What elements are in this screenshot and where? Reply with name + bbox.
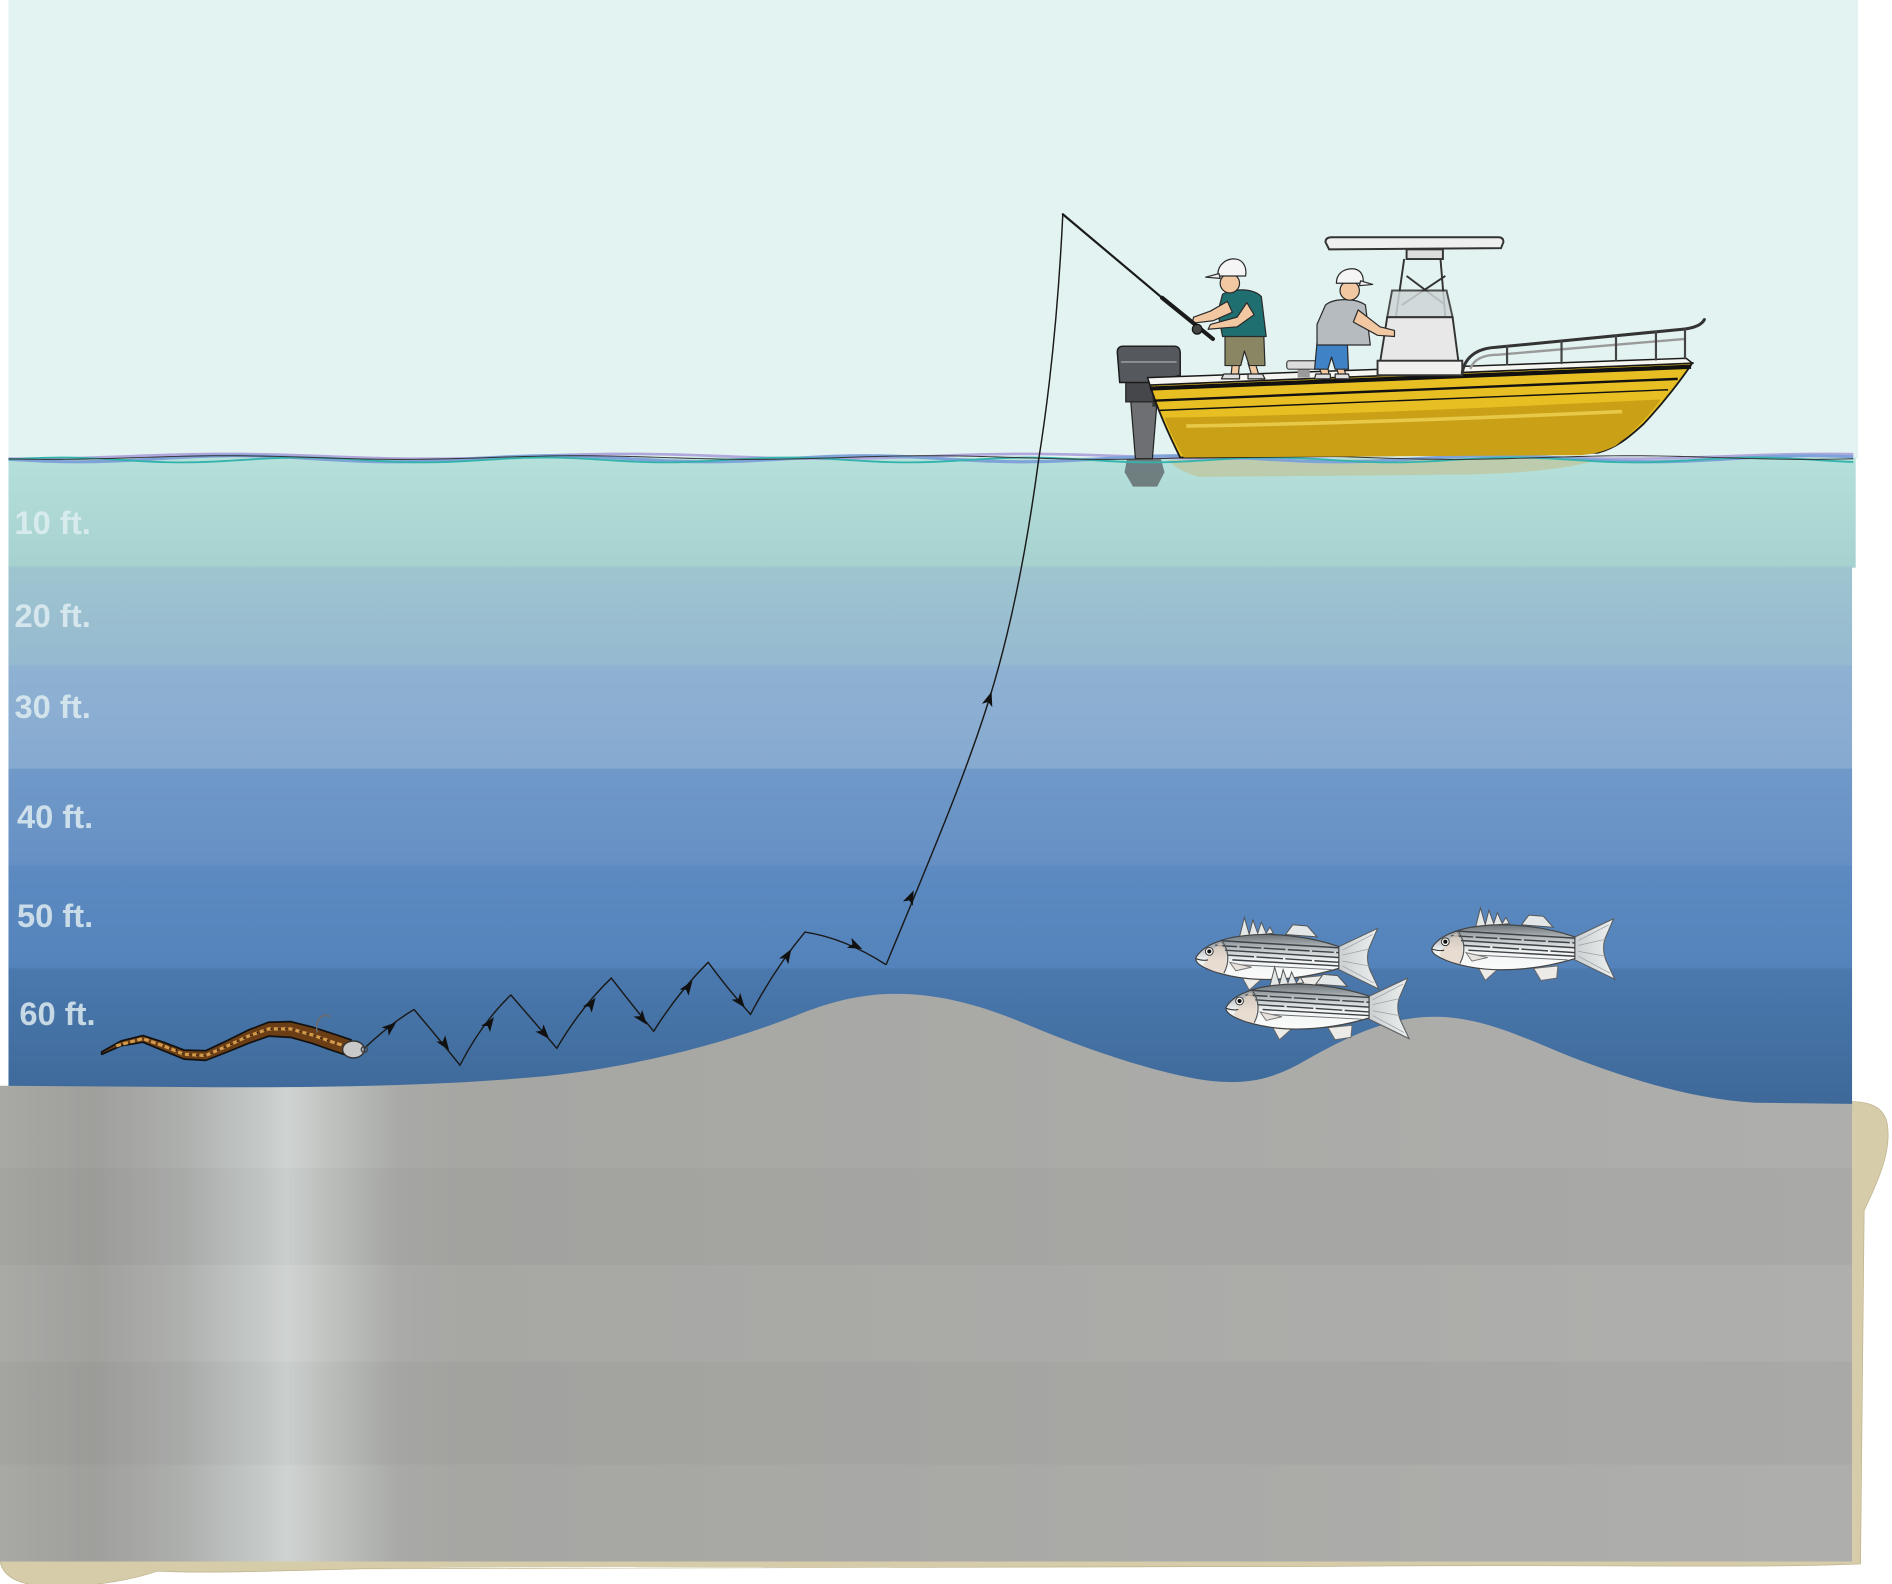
- jig-retrieve-path: [362, 931, 887, 1067]
- outboard-motor: [1116, 345, 1181, 460]
- depth-scale: 10 ft. 20 ft. 30 ft. 40 ft. 50 ft. 60 ft…: [15, 504, 96, 1032]
- depth-label-40ft: 40 ft.: [17, 798, 93, 835]
- angler-shorts: [1224, 333, 1266, 367]
- depth-label-10ft: 10 ft.: [15, 504, 91, 541]
- lure-stripe: [115, 1027, 350, 1058]
- depth-label-50ft: 50 ft.: [17, 897, 93, 934]
- depth-label-20ft: 20 ft.: [15, 597, 91, 634]
- water-surface: [8, 452, 1854, 464]
- mate-shirt: [1316, 298, 1371, 346]
- bow-railing: [1460, 318, 1706, 375]
- surface-wave-dark: [8, 455, 1854, 460]
- reel: [1191, 323, 1203, 335]
- depth-band-30ft: [8, 665, 1853, 770]
- jig-eye: [360, 1045, 369, 1054]
- t-top-console: [1324, 236, 1505, 377]
- depth-band-20ft: [8, 566, 1853, 667]
- jig-head: [341, 1040, 366, 1059]
- depth-band-40ft: [8, 768, 1853, 867]
- boat-seat: [1297, 367, 1310, 378]
- boat-mate: [1313, 268, 1396, 380]
- fishing-line: [885, 214, 1064, 966]
- eel-lure: [100, 1014, 369, 1062]
- boat-reflection: [1168, 458, 1601, 477]
- depth-label-60ft: 60 ft.: [19, 995, 95, 1032]
- depth-band-10ft: [8, 457, 1856, 568]
- fishing-rod: [1061, 213, 1215, 341]
- seabed-edge: [0, 1100, 1889, 1584]
- mate-cap: [1335, 268, 1364, 284]
- angler-cap: [1217, 258, 1247, 277]
- seabed: [0, 993, 1853, 1562]
- mate-shorts: [1313, 341, 1350, 370]
- outboard-lower-unit: [1124, 458, 1165, 487]
- lure-hook: [315, 1014, 331, 1033]
- center-console-boat: [1116, 236, 1706, 460]
- angler: [1191, 258, 1267, 380]
- depth-label-30ft: 30 ft.: [15, 688, 91, 725]
